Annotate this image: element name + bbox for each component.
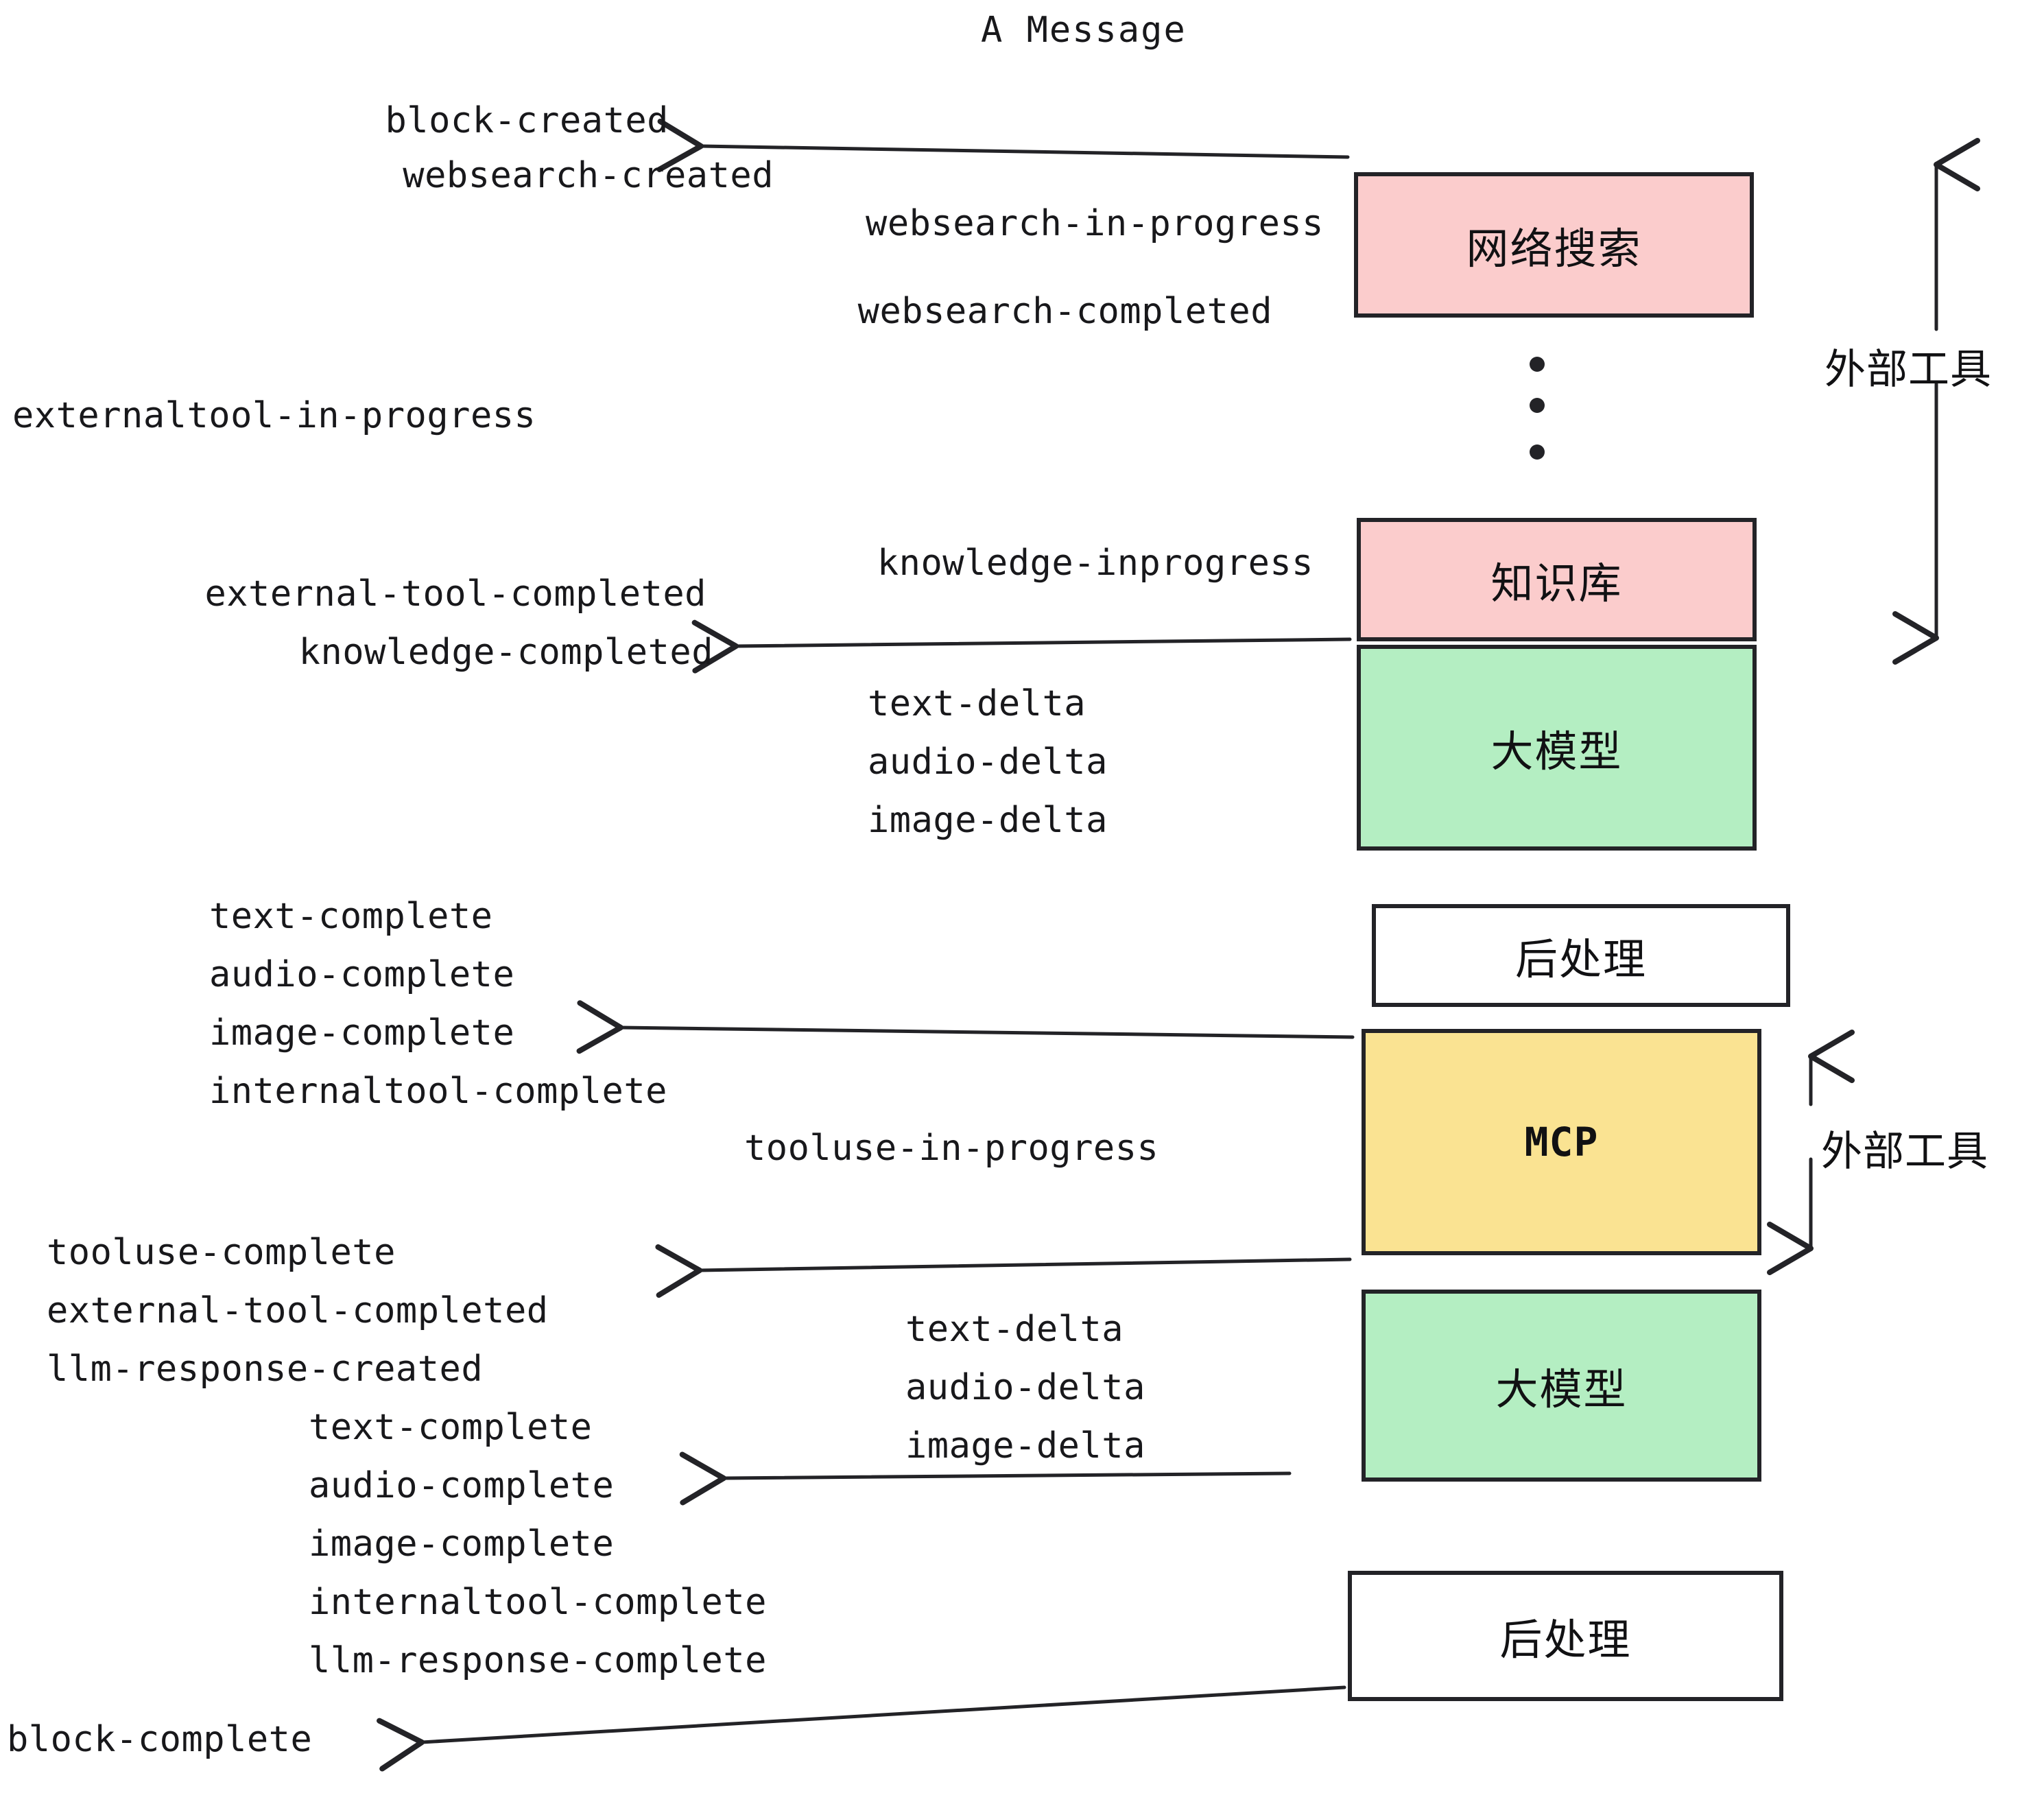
event-label-block-created: block-created xyxy=(385,100,669,141)
arrow-llm2-to-tooluse xyxy=(655,1244,1352,1298)
stage-box-label: 网络搜索 xyxy=(1466,224,1642,274)
stage-box-label: 知识库 xyxy=(1490,558,1623,608)
event-label-text-delta-1: text-delta xyxy=(868,683,1086,724)
event-label-block-complete: block-complete xyxy=(7,1719,313,1760)
stage-box-label: 大模型 xyxy=(1495,1364,1628,1414)
stage-box-label: 后处理 xyxy=(1499,1615,1632,1665)
event-label-knowledge-completed: knowledge-completed xyxy=(298,632,713,673)
group-scope-arrows xyxy=(1767,138,1980,1275)
stage-box-label: 大模型 xyxy=(1490,726,1623,776)
event-label-tooluse-complete: tooluse-complete xyxy=(47,1232,396,1273)
stage-box-postprocess-two: 后处理 xyxy=(1348,1571,1783,1701)
event-label-websearch-completed: websearch-completed xyxy=(857,291,1272,332)
group-label-external-tools-bottom: 外部工具 xyxy=(1821,1128,1988,1176)
stage-box-postprocess-one: 后处理 xyxy=(1372,904,1790,1007)
arrow-websearch-to-block xyxy=(656,118,1350,172)
arrow-mcp-to-image-complete xyxy=(576,1000,1355,1054)
stage-box-llm-first: 大模型 xyxy=(1357,645,1757,851)
stage-box-mcp: MCP xyxy=(1362,1029,1761,1255)
event-label-tooluse-in-progress: tooluse-in-progress xyxy=(744,1128,1159,1169)
event-label-knowledge-inprogress: knowledge-inprogress xyxy=(877,543,1314,584)
event-label-llm-response-complete: llm-response-complete xyxy=(309,1640,767,1681)
flow-arrows xyxy=(377,118,1355,1772)
arrow-llm-to-knowledge xyxy=(691,619,1352,674)
event-label-external-tool-completed-1: external-tool-completed xyxy=(204,573,706,615)
diagram-title: A Message xyxy=(981,10,1187,51)
event-label-image-complete-1: image-complete xyxy=(209,1012,515,1054)
event-label-audio-delta-1: audio-delta xyxy=(868,741,1108,783)
ellipsis-dot-1 xyxy=(1530,357,1545,372)
event-label-websearch-in-progress: websearch-in-progress xyxy=(866,203,1324,244)
ellipsis-dot-3 xyxy=(1530,444,1545,460)
event-label-llm-response-created: llm-response-created xyxy=(47,1349,484,1390)
arrow-llm2-to-audio xyxy=(679,1451,1292,1506)
event-label-internaltool-complete-2: internaltool-complete xyxy=(309,1582,767,1623)
event-label-text-complete-1: text-complete xyxy=(209,896,493,937)
event-label-audio-delta-2: audio-delta xyxy=(905,1367,1145,1408)
event-label-audio-complete-1: audio-complete xyxy=(209,954,515,995)
event-label-image-complete-2: image-complete xyxy=(309,1523,615,1565)
ellipsis-dot-2 xyxy=(1530,398,1545,413)
event-label-websearch-created: websearch-created xyxy=(403,155,774,196)
stage-box-llm-second: 大模型 xyxy=(1362,1290,1761,1482)
arrow-post-to-block xyxy=(377,1685,1346,1772)
event-label-audio-complete-2: audio-complete xyxy=(309,1465,615,1506)
event-label-text-complete-2: text-complete xyxy=(309,1407,593,1448)
event-label-text-delta-2: text-delta xyxy=(905,1309,1124,1350)
event-label-external-tool-completed-2: external-tool-completed xyxy=(47,1290,549,1331)
stage-box-label: MCP xyxy=(1524,1119,1599,1165)
event-label-internaltool-complete-1: internaltool-complete xyxy=(209,1071,667,1112)
group-label-external-tools-top: 外部工具 xyxy=(1825,346,1992,394)
event-label-externaltool-in-progress: externaltool-in-progress xyxy=(12,395,536,436)
event-label-image-delta-2: image-delta xyxy=(905,1425,1145,1467)
stage-box-label: 后处理 xyxy=(1514,934,1647,984)
stage-box-knowledge: 知识库 xyxy=(1357,518,1757,641)
stage-box-websearch: 网络搜索 xyxy=(1354,172,1754,318)
event-label-image-delta-1: image-delta xyxy=(868,800,1108,841)
